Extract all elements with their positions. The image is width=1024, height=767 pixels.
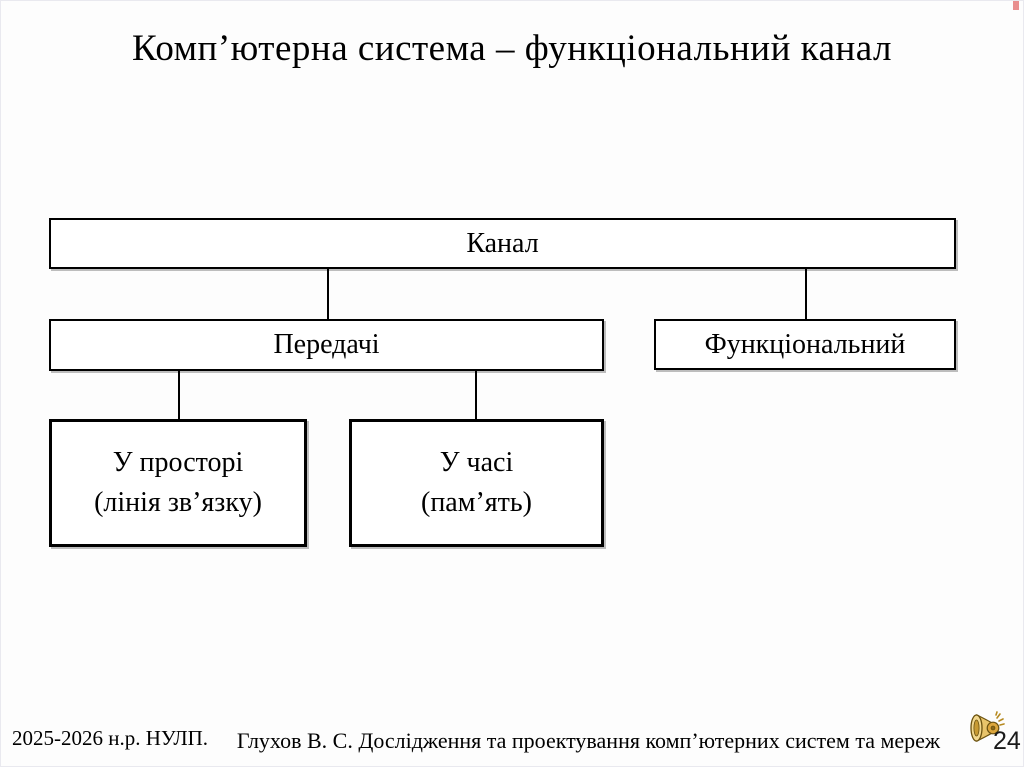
corner-marker (1013, 1, 1019, 10)
footer-author-course: Глухов В. С. Дослідження та проектування… (236, 728, 941, 753)
connector-peredachi-u-chasi (475, 370, 477, 419)
slide-title: Комп’ютерна система – функціональний кан… (131, 28, 892, 69)
diagram-box-u-prostori: У просторі (лінія зв’язку) (49, 419, 307, 547)
diagram-box-u-prostori-sublabel: (лінія зв’язку) (94, 487, 262, 518)
page-number: 24 (993, 727, 1021, 755)
diagram-box-peredachi: Передачі (49, 319, 604, 371)
diagram-box-u-chasi-sublabel: (пам’ять) (421, 487, 532, 518)
connector-peredachi-u-prostori (178, 370, 180, 419)
diagram-box-kanal: Канал (49, 218, 956, 269)
diagram-box-funktsionalnyi-label: Функціональний (704, 328, 906, 360)
connector-kanal-peredachi (327, 268, 329, 319)
diagram-box-u-chasi-label: У часі (439, 447, 514, 478)
speaker-icon[interactable] (969, 709, 1005, 747)
diagram-box-u-prostori-label: У просторі (112, 447, 244, 478)
diagram-box-kanal-label: Канал (466, 227, 539, 259)
footer-year-institution: 2025-2026 н.р. НУЛП. (12, 726, 209, 750)
diagram-box-funktsionalnyi: Функціональний (654, 319, 956, 370)
diagram-box-peredachi-label: Передачі (273, 329, 380, 360)
diagram-box-u-chasi: У часі (пам’ять) (349, 419, 604, 547)
connector-kanal-funktsionalnyi (805, 268, 807, 319)
